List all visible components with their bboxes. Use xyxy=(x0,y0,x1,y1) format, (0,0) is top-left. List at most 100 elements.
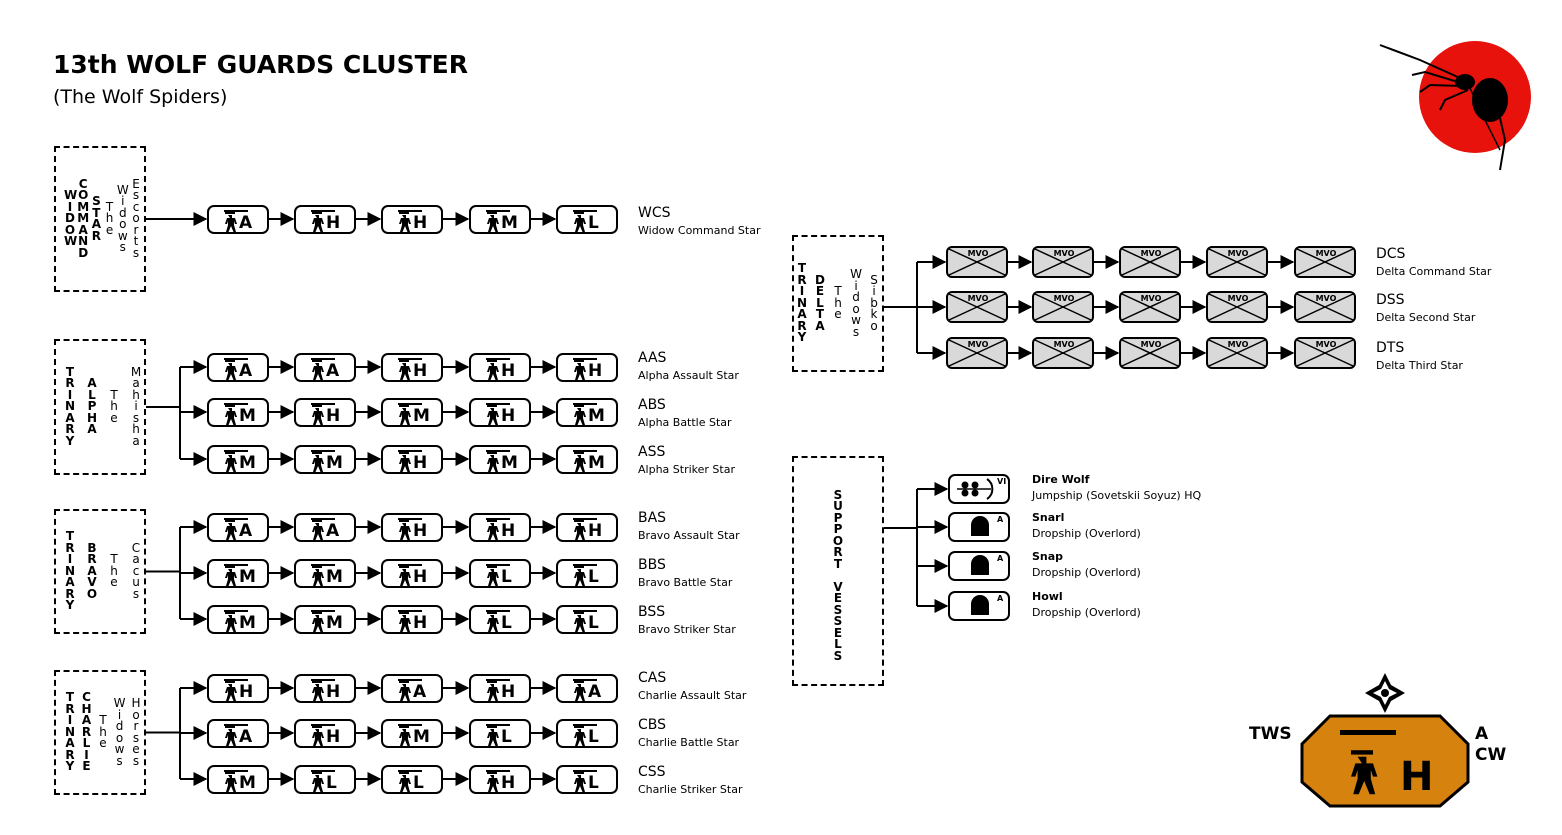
star-emblem-icon xyxy=(1365,673,1405,713)
ship-name: Snap xyxy=(1032,550,1064,563)
mvo-box: MVO xyxy=(1206,246,1268,278)
star-code: DCS xyxy=(1376,246,1406,262)
mech-box: A xyxy=(381,674,443,703)
mvo-box: MVO xyxy=(1119,291,1181,323)
svg-text:H: H xyxy=(326,213,340,233)
dropship-box: A xyxy=(948,551,1010,581)
star-name: Charlie Striker Star xyxy=(638,783,743,796)
ship-name: Howl xyxy=(1032,590,1063,603)
mech-box: M xyxy=(381,719,443,748)
mech-box: H xyxy=(381,513,443,542)
svg-text:H: H xyxy=(1400,754,1433,800)
svg-text:A: A xyxy=(239,521,253,541)
star-code: WCS xyxy=(638,205,671,221)
mech-box: L xyxy=(556,605,618,634)
star-name: Delta Second Star xyxy=(1376,311,1476,324)
svg-text:H: H xyxy=(413,613,427,633)
svg-text:M: M xyxy=(239,613,256,633)
mvo-box: MVO xyxy=(1294,291,1356,323)
svg-text:L: L xyxy=(501,727,512,747)
unit-box xyxy=(54,146,146,292)
svg-text:L: L xyxy=(501,613,512,633)
svg-text:A: A xyxy=(239,727,253,747)
unit-box xyxy=(54,339,146,475)
mvo-box: MVO xyxy=(1032,246,1094,278)
mvo-box: MVO xyxy=(1294,337,1356,369)
svg-text:MVO: MVO xyxy=(1316,294,1337,303)
jumpship-box: VI xyxy=(948,474,1010,504)
mvo-box: MVO xyxy=(946,337,1008,369)
svg-text:M: M xyxy=(413,406,430,426)
mech-box: M xyxy=(207,559,269,588)
svg-text:H: H xyxy=(326,406,340,426)
mech-box: M xyxy=(469,205,531,234)
star-name: Alpha Striker Star xyxy=(638,463,735,476)
star-code: ASS xyxy=(638,444,666,460)
ship-name: Dire Wolf xyxy=(1032,473,1090,486)
svg-text:MVO: MVO xyxy=(1054,294,1075,303)
unit-box xyxy=(54,670,146,795)
star-name: Bravo Battle Star xyxy=(638,576,733,589)
mech-box: A xyxy=(207,353,269,382)
svg-text:MVO: MVO xyxy=(1141,249,1162,258)
mech-box: L xyxy=(381,765,443,794)
svg-text:M: M xyxy=(239,406,256,426)
mech-box: L xyxy=(556,205,618,234)
svg-text:L: L xyxy=(588,567,599,587)
star-name: Delta Command Star xyxy=(1376,265,1492,278)
unit-logo: H xyxy=(1300,673,1470,808)
ship-type: Jumpship (Sovetskii Soyuz) HQ xyxy=(1032,489,1202,502)
svg-text:MVO: MVO xyxy=(1141,294,1162,303)
mech-box: H xyxy=(381,445,443,474)
mech-box: M xyxy=(294,605,356,634)
mech-box: H xyxy=(381,605,443,634)
star-code: CSS xyxy=(638,764,666,780)
svg-text:MVO: MVO xyxy=(1316,340,1337,349)
svg-text:H: H xyxy=(326,682,340,702)
svg-text:A: A xyxy=(588,682,602,702)
svg-text:M: M xyxy=(239,773,256,793)
mech-box: L xyxy=(469,719,531,748)
svg-text:MVO: MVO xyxy=(968,340,989,349)
star-name: Bravo Assault Star xyxy=(638,529,740,542)
svg-text:A: A xyxy=(997,594,1004,603)
mech-box: M xyxy=(207,765,269,794)
page-title: 13th WOLF GUARDS CLUSTER xyxy=(53,50,468,79)
logo-right-top-text: A xyxy=(1475,724,1489,744)
svg-text:MVO: MVO xyxy=(1054,340,1075,349)
svg-text:MVO: MVO xyxy=(968,249,989,258)
dropship-box: A xyxy=(948,591,1010,621)
svg-text:H: H xyxy=(501,682,515,702)
mech-box: L xyxy=(556,719,618,748)
mech-box: H xyxy=(381,559,443,588)
logo-right-bottom-text: CW xyxy=(1475,745,1507,765)
svg-text:H: H xyxy=(588,361,602,381)
svg-text:H: H xyxy=(413,521,427,541)
svg-text:H: H xyxy=(413,453,427,473)
mvo-box: MVO xyxy=(1206,337,1268,369)
svg-text:H: H xyxy=(501,406,515,426)
svg-text:H: H xyxy=(413,361,427,381)
mech-box: M xyxy=(556,445,618,474)
svg-text:A: A xyxy=(997,515,1004,524)
svg-text:A: A xyxy=(239,361,253,381)
unit-box xyxy=(792,235,884,372)
mvo-box: MVO xyxy=(946,291,1008,323)
mech-box: A xyxy=(207,513,269,542)
star-name: Bravo Striker Star xyxy=(638,623,736,636)
mech-box: A xyxy=(294,513,356,542)
mech-box: A xyxy=(207,719,269,748)
star-name: Widow Command Star xyxy=(638,224,761,237)
svg-text:H: H xyxy=(239,682,253,702)
